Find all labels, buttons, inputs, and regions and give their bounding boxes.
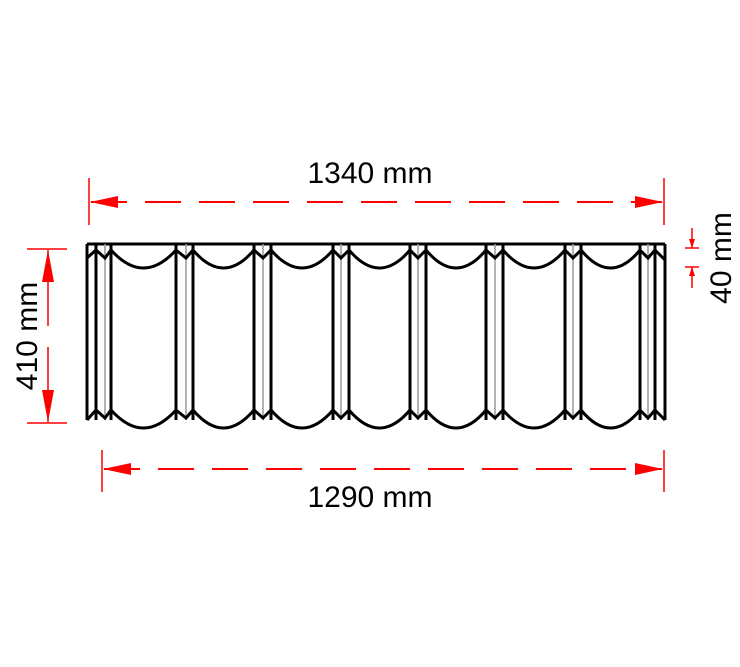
edge-bottom-notch <box>85 408 98 422</box>
valley-bottom-arc <box>269 409 335 430</box>
rib-top-notch <box>408 248 428 261</box>
rib-bottom-notch <box>638 408 657 421</box>
dimension-step-depth: 40 mm <box>685 212 738 304</box>
valley-bottom-arc <box>109 408 178 430</box>
edge-bottom-notch <box>653 408 667 422</box>
edge-top-notch <box>86 248 97 260</box>
arrow-down-icon <box>42 390 54 422</box>
valley-top-arc <box>109 248 178 270</box>
valley-top-arc <box>347 249 412 270</box>
edge-top-notch <box>653 248 667 262</box>
valley-top-arc <box>191 249 256 270</box>
arrow-right-icon <box>635 463 663 475</box>
valley-bottom-arc <box>191 409 256 430</box>
arrow-up-icon <box>689 267 695 276</box>
rib-top-notch <box>638 248 657 261</box>
valley-bottom-arc <box>347 409 412 430</box>
rib-top-notch <box>563 248 583 261</box>
rib-bottom-notch <box>253 408 273 421</box>
rib-top-notch <box>175 248 195 261</box>
valley-bottom-arc <box>424 409 488 430</box>
step-depth-label: 40 mm <box>705 212 738 304</box>
roof-tile-profile <box>85 242 667 430</box>
dimension-overall-width: 1340 mm <box>88 157 665 225</box>
dimension-height: 410 mm <box>11 248 67 424</box>
rib-bottom-notch <box>408 408 428 421</box>
valley-top-arc <box>424 249 488 270</box>
rib-bottom-notch <box>563 408 583 421</box>
effective-width-label: 1290 mm <box>307 481 432 514</box>
height-label: 410 mm <box>11 282 44 390</box>
rib-bottom-notch <box>331 408 351 421</box>
rib-top-notch <box>485 248 505 261</box>
rib-bottom-notch <box>485 408 505 421</box>
arrow-left-icon <box>103 463 131 475</box>
valley-bottom-arc <box>501 409 567 430</box>
arrow-left-icon <box>90 196 118 208</box>
rib-bottom-notch <box>95 408 113 421</box>
rib-top-notch <box>253 248 273 261</box>
arrow-down-icon <box>689 239 695 248</box>
dimension-effective-width: 1290 mm <box>101 450 665 514</box>
arrow-right-icon <box>635 196 663 208</box>
rib-bottom-notch <box>175 408 195 421</box>
rib-top-notch <box>331 248 351 261</box>
rib-top-notch <box>95 248 113 261</box>
valley-bottom-arc <box>579 409 642 430</box>
valley-top-arc <box>501 249 567 270</box>
valley-top-arc <box>579 249 642 270</box>
overall-width-label: 1340 mm <box>307 157 432 190</box>
valley-top-arc <box>269 249 335 270</box>
arrow-up-icon <box>42 250 54 282</box>
